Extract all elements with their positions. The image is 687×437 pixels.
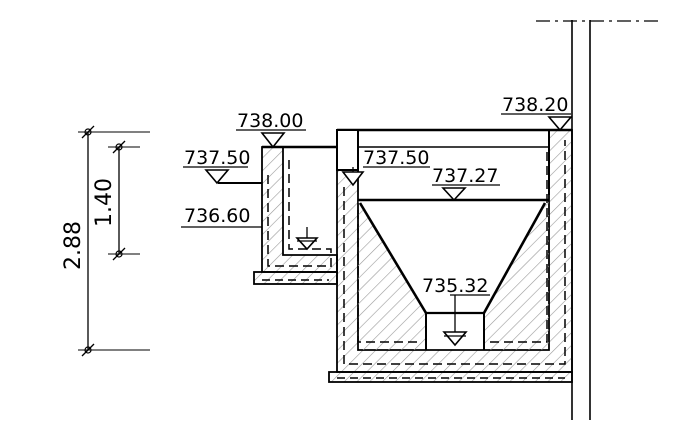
- marker-left-floor: [295, 237, 319, 251]
- concrete-section: [253, 129, 573, 383]
- marker-top-right: [547, 116, 573, 132]
- elev-water-level: 737.27: [432, 165, 498, 187]
- dim-inner-height: 1.40: [92, 178, 117, 227]
- dim-total-height: 2.88: [61, 221, 86, 270]
- elevation-labels: 738.20 738.00 737.50 737.50 737.27 736.6…: [184, 94, 568, 297]
- elev-overflow: 737.50: [363, 147, 429, 169]
- elev-top-right: 738.20: [502, 94, 568, 116]
- adjacent-wall: [571, 20, 591, 420]
- marker-water-level: [441, 187, 467, 202]
- marker-top-left: [260, 132, 286, 149]
- elevation-markers: [183, 113, 573, 347]
- elev-left-inlet: 737.50: [184, 147, 250, 169]
- marker-left-inlet: [204, 169, 230, 185]
- dimension-lines: 2.88 1.40: [61, 125, 150, 357]
- marker-sump-bottom: [442, 331, 468, 347]
- elev-left-floor: 736.60: [184, 205, 250, 227]
- elev-sump-bottom: 735.32: [422, 275, 488, 297]
- top-cover: [181, 128, 572, 228]
- elev-top-left: 738.00: [237, 110, 303, 132]
